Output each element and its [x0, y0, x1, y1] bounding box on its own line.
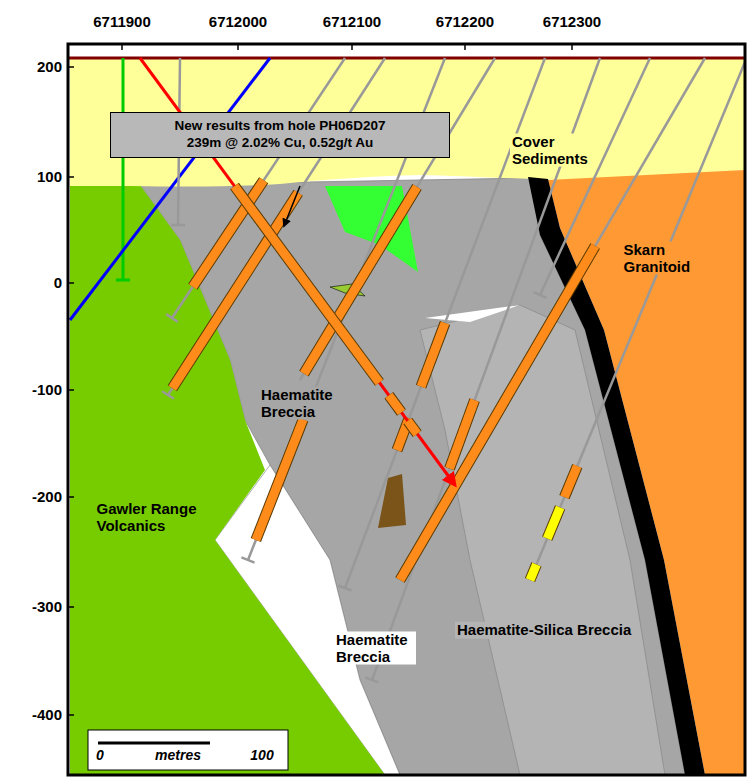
axis-label: 6712300 [543, 14, 601, 31]
x-tick [237, 44, 239, 50]
callout-box: New results from hole PH06D207239m @ 2.0… [110, 112, 450, 158]
hole-end [162, 391, 174, 399]
hole-end [116, 279, 130, 282]
scale-label: metres [155, 748, 201, 763]
cover-sediments [70, 58, 745, 187]
drill-hole [168, 58, 385, 395]
unit-label: Skarn Granitoid [622, 242, 699, 275]
drill-holes [70, 58, 745, 682]
interval-outline [235, 186, 380, 382]
hole-end [166, 314, 178, 322]
unit-label: Gawler Range Volcanics [95, 501, 206, 534]
axis-label: -200 [32, 489, 62, 506]
axis-label: 6712100 [323, 14, 381, 31]
scale-bar [98, 742, 210, 745]
axis-label: 6712000 [209, 14, 267, 31]
interval-outline [564, 466, 577, 497]
axis-ticks [68, 44, 572, 715]
mineralised-interval [564, 466, 577, 497]
y-tick [68, 389, 74, 391]
hole-end [171, 224, 185, 227]
x-tick [351, 44, 353, 50]
interval-outline [256, 419, 303, 539]
axis-label: 6712200 [436, 14, 494, 31]
y-tick [68, 282, 74, 284]
interval-outline [408, 421, 417, 434]
mineralised-interval [400, 246, 595, 580]
mineralised-interval [172, 193, 298, 388]
mineralised-interval [256, 419, 303, 539]
mineralised-interval [389, 395, 402, 412]
hole-end [338, 586, 351, 591]
axis-label: 0 [54, 275, 62, 292]
callout-text: New results from hole PH06D207 [119, 118, 441, 135]
axis-label: 6711900 [93, 14, 151, 31]
scale-label: 100 [250, 748, 273, 763]
y-tick [68, 176, 74, 178]
skarn-granitoid [548, 170, 745, 775]
x-tick [571, 44, 573, 50]
y-tick [68, 496, 74, 498]
surface-line [68, 57, 745, 60]
leader-arrow [284, 186, 300, 226]
axis-label: -400 [32, 707, 62, 724]
hole-end [534, 292, 547, 298]
drill-hole [122, 58, 125, 280]
mineralised-interval [530, 564, 536, 580]
scale-box [88, 730, 288, 770]
axis-label: -300 [32, 599, 62, 616]
drill-hole [172, 58, 345, 318]
interval-outline [421, 323, 445, 387]
unit-label: Haematite Breccia [259, 387, 341, 420]
axis-label: 100 [37, 169, 62, 186]
scale-label: 0 [96, 748, 104, 763]
interval-outline [530, 564, 536, 580]
x-tick [121, 44, 123, 50]
mineralised-interval [304, 187, 417, 374]
mineralised-interval [421, 323, 445, 387]
gawler-range-volcanics [70, 185, 385, 775]
plot-frame [68, 44, 745, 775]
y-tick [68, 606, 74, 608]
brown-patch [378, 474, 406, 528]
y-tick [68, 66, 74, 68]
black-band [528, 177, 705, 775]
mineralised-interval [547, 507, 560, 538]
hole-end [365, 678, 378, 683]
unit-label: Cover Sediments [510, 134, 596, 167]
interval-outline [547, 507, 560, 538]
drill-hole [300, 58, 495, 380]
y-tick [68, 714, 74, 716]
mineralised-interval [408, 421, 417, 434]
interval-outline [172, 193, 298, 388]
callout-text: 239m @ 2.02% Cu, 0.52g/t Au [119, 135, 441, 152]
unit-label: Haematite Breccia [334, 632, 416, 665]
interval-outline [304, 187, 417, 374]
unit-label: Haematite-Silica Breccia [455, 622, 634, 639]
interval-outline [400, 246, 595, 580]
axis-label: 200 [37, 59, 62, 76]
x-tick [464, 44, 466, 50]
plot-ground [68, 44, 745, 775]
interval-outline [389, 395, 402, 412]
axis-label: -100 [32, 382, 62, 399]
mineralised-interval [235, 186, 380, 382]
hole-end [241, 557, 254, 562]
